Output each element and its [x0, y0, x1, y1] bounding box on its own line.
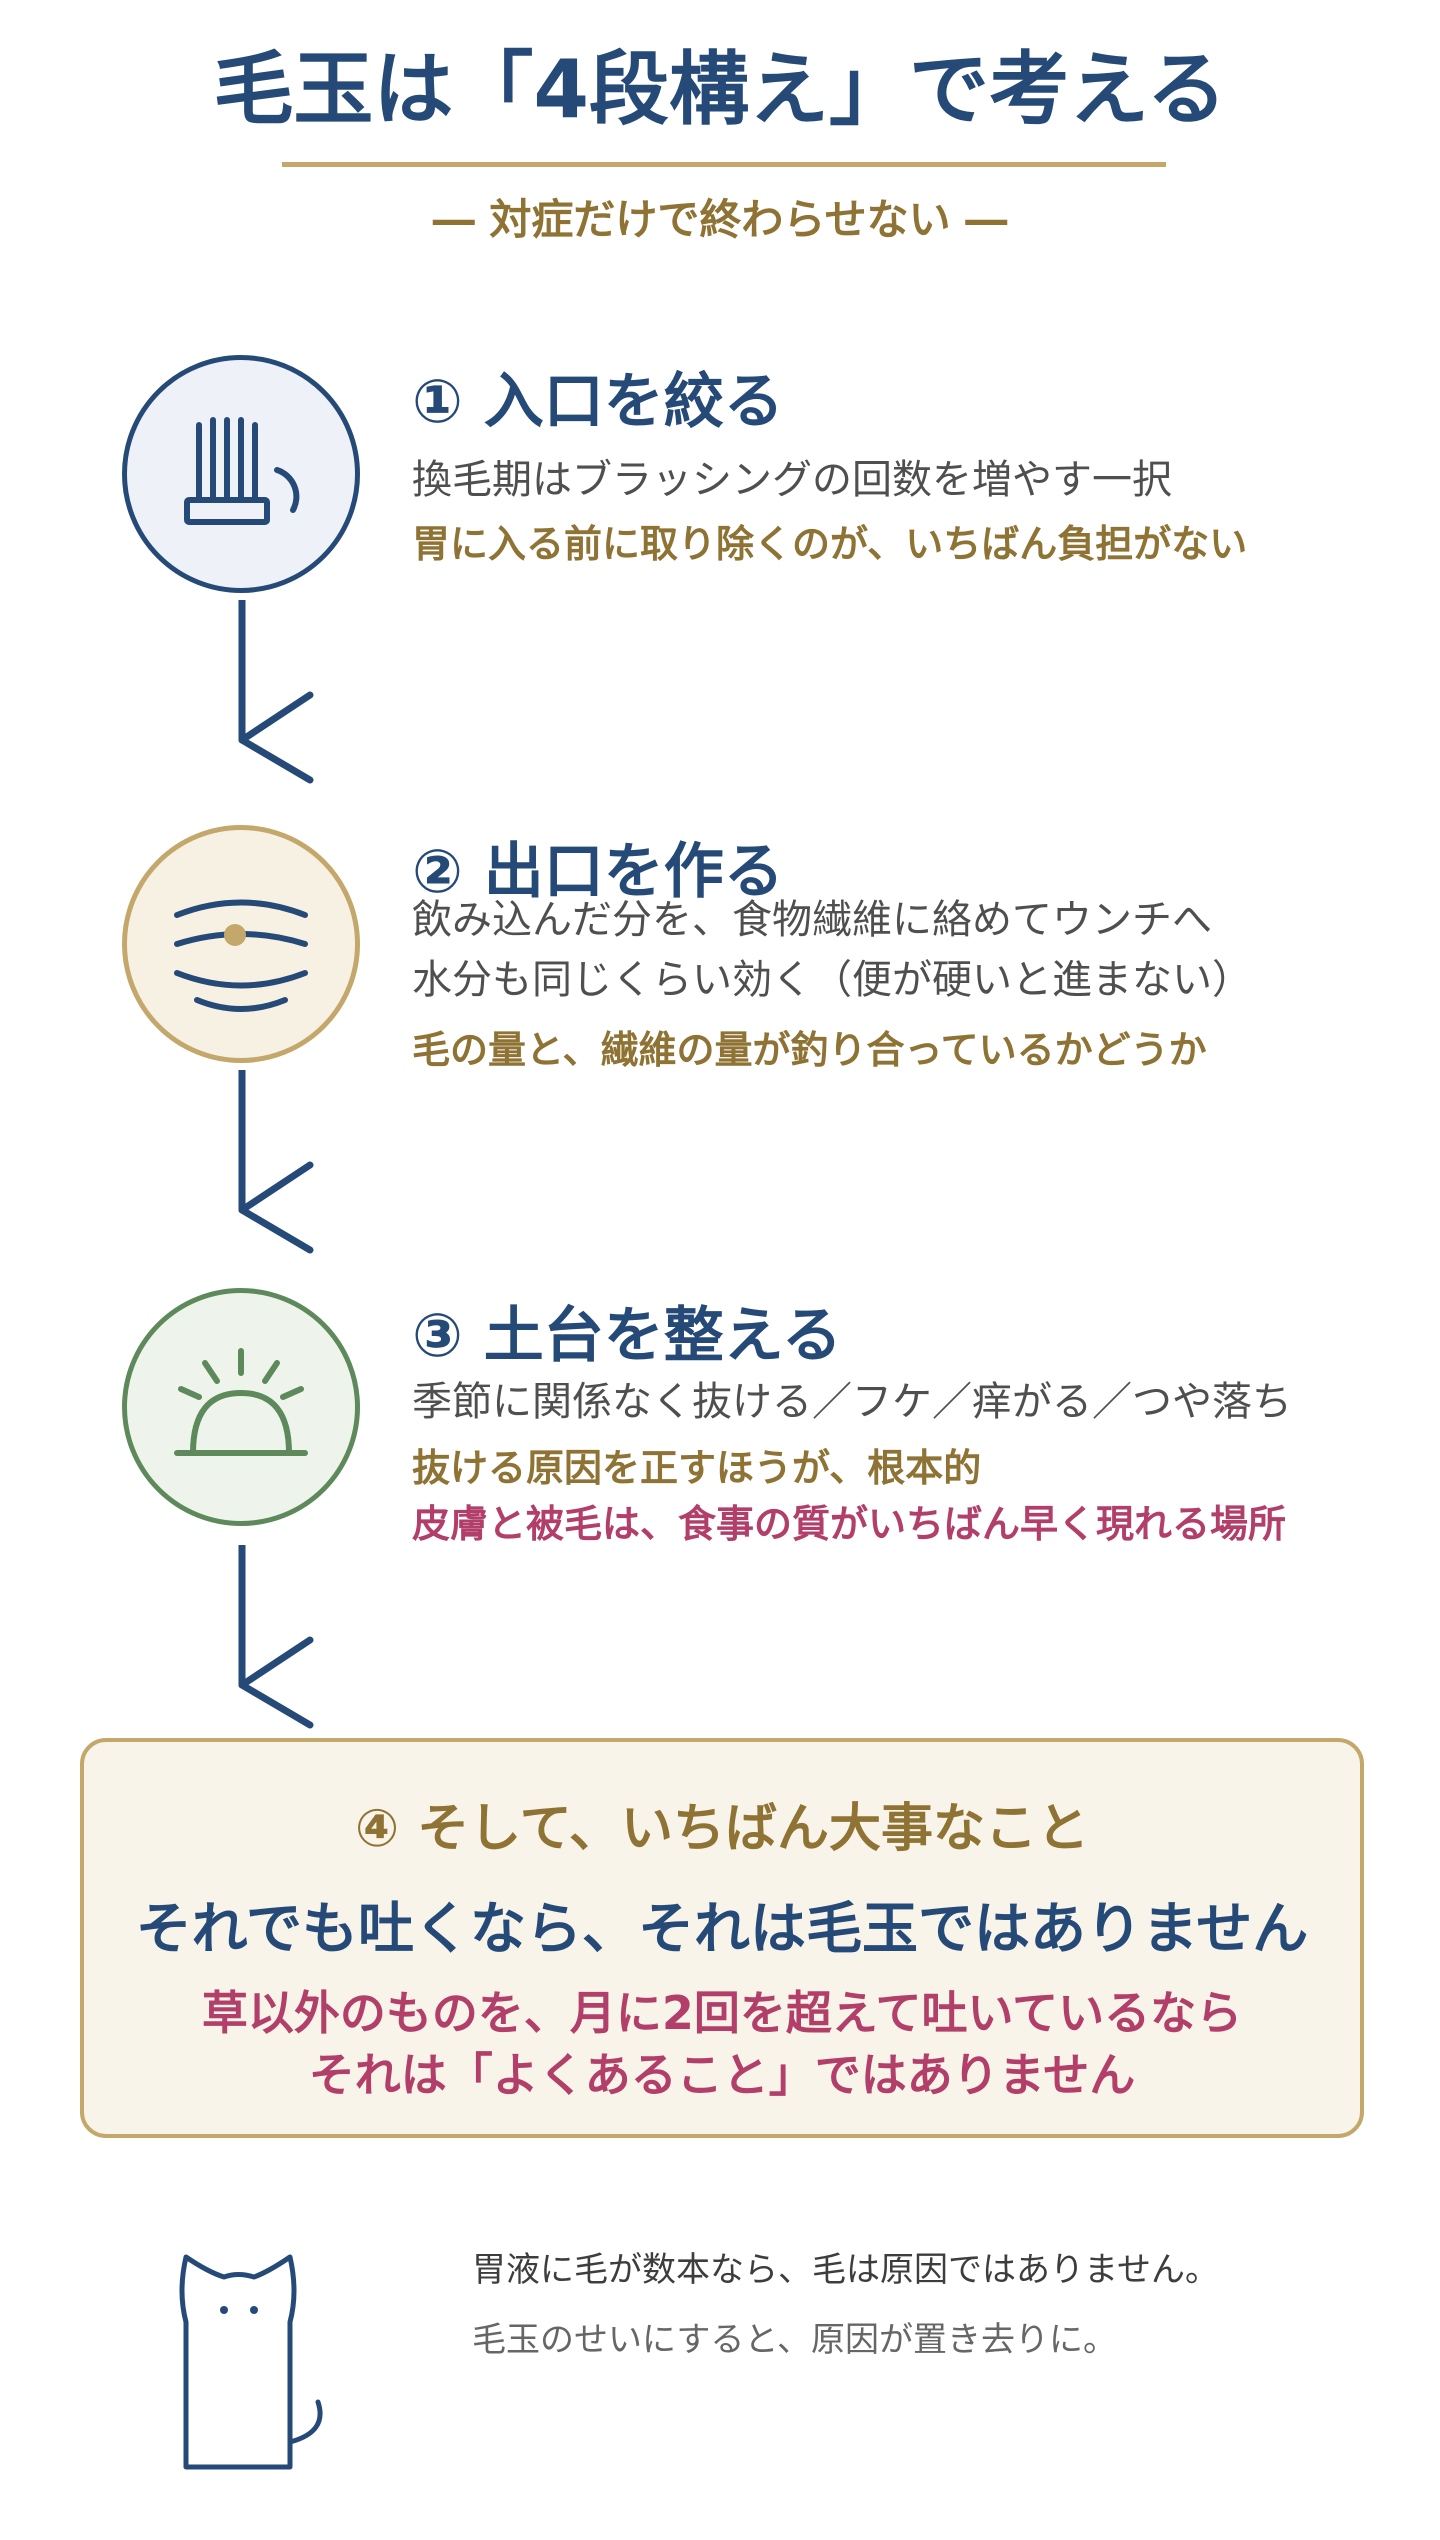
chevron-arrow-icon: [220, 1541, 330, 1749]
step-1-title: ① 入口を絞る: [412, 367, 784, 437]
callout-heading: ④ そして、いちばん大事なこと: [355, 1799, 1089, 1859]
step-3-note-2: 皮膚と被毛は、食事の質がいちばん早く現れる場所: [412, 1502, 1287, 1546]
step-3-title: ③ 土台を整える: [412, 1301, 842, 1371]
page-title: 毛玉は「4段構え」で考える: [213, 43, 1227, 136]
cat-outline-icon: [168, 2222, 348, 2486]
brush-icon: [122, 355, 360, 593]
sprouting-mound-icon: [122, 1288, 360, 1526]
step-3-body: 季節に関係なく抜ける／フケ／痒がる／つや落ち: [412, 1379, 1292, 1425]
chevron-arrow-icon: [220, 596, 330, 804]
step-2-note: 毛の量と、繊維の量が釣り合っているかどうか: [412, 1028, 1207, 1072]
page-subtitle: ― 対症だけで終わらせない ―: [432, 195, 1008, 244]
callout-warning-line-1: 草以外のものを、月に2回を超えて吐いているなら: [201, 1986, 1243, 2040]
step-2-body-line-1: 飲み込んだ分を、食物繊維に絡めてウンチへ: [412, 897, 1212, 943]
footer-line-2: 毛玉のせいにすると、原因が置き去りに。: [472, 2320, 1117, 2360]
digestion-flow-icon: [122, 825, 360, 1063]
important-callout-box: ④ そして、いちばん大事なこと それでも吐くなら、それは毛玉ではありません 草以…: [80, 1738, 1364, 2138]
callout-warning-line-2: それは「よくあること」ではありません: [308, 2048, 1136, 2102]
callout-main-message: それでも吐くなら、それは毛玉ではありません: [135, 1897, 1309, 1962]
step-1-body: 換毛期はブラッシングの回数を増やす一択: [412, 457, 1172, 503]
title-divider: [282, 162, 1166, 167]
chevron-arrow-icon: [220, 1066, 330, 1274]
step-2-body-line-2: 水分も同じくらい効く（便が硬いと進まない）: [412, 957, 1252, 1003]
step-3-note-1: 抜ける原因を正すほうが、根本的: [412, 1446, 982, 1490]
step-2-title: ② 出口を作る: [412, 837, 784, 907]
step-1-note: 胃に入る前に取り除くのが、いちばん負担がない: [412, 522, 1248, 566]
footer-line-1: 胃液に毛が数本なら、毛は原因ではありません。: [472, 2250, 1219, 2290]
